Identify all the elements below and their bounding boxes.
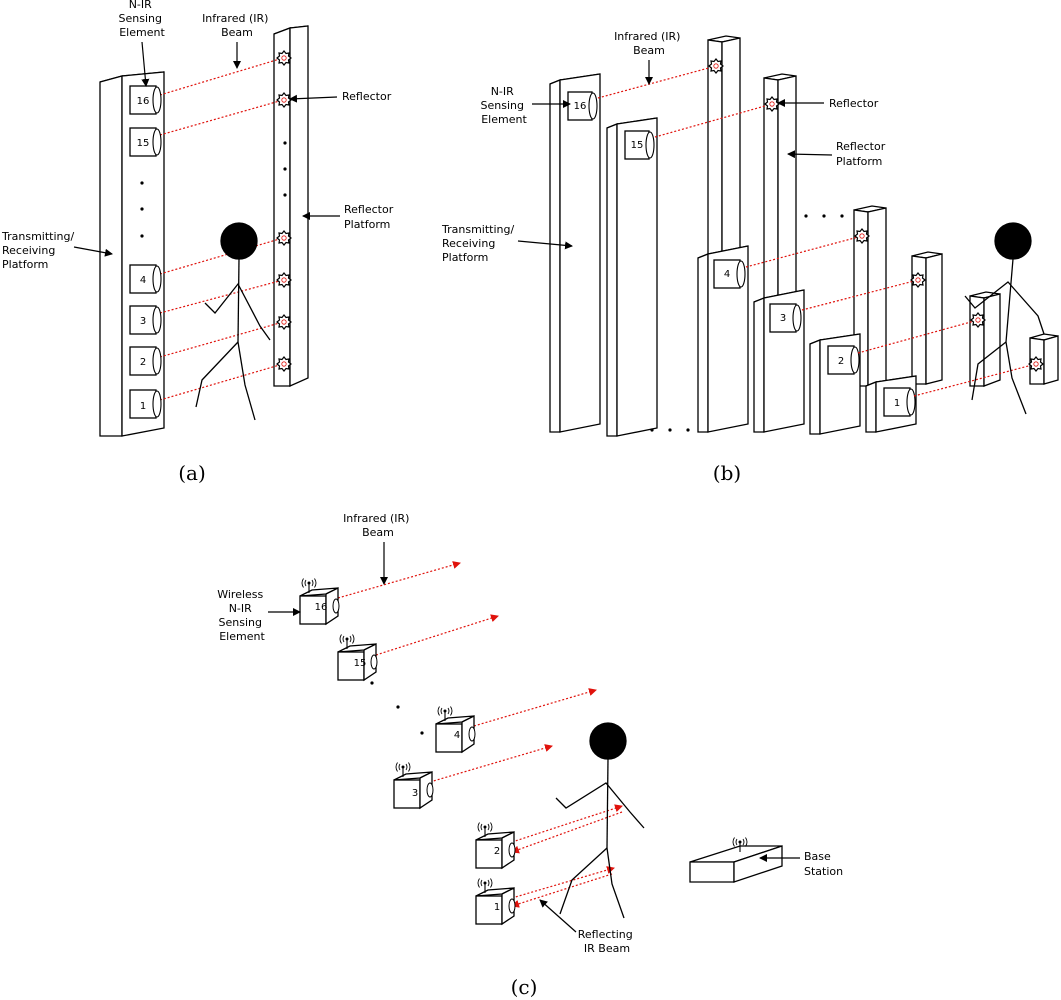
sensor-label: 1 <box>494 902 500 913</box>
panel-c-reflecting-label: Reflecting IR Beam <box>578 928 636 955</box>
wireless-sensor-4: 4 <box>435 705 476 754</box>
sensor-label: 4 <box>454 730 460 741</box>
sensor-label: 4 <box>724 269 730 280</box>
sensor-label: 15 <box>137 138 150 149</box>
panel-b-person-icon <box>964 222 1045 415</box>
panel-a-reflector-platform <box>273 25 309 388</box>
panel-b-ir-beams <box>597 65 1037 397</box>
panel-a-reflector-platform-label: Reflector Platform <box>344 203 397 231</box>
panel-b-beam-label: Infrared (IR) Beam <box>614 30 684 57</box>
sensor-4: 4 <box>129 264 162 294</box>
panel-b-platform-3: 3 <box>753 289 805 433</box>
sensor-16: 16 <box>129 85 162 115</box>
panel-a-reflector-label: Reflector <box>342 90 392 103</box>
panel-a-reflectors <box>276 50 292 372</box>
panel-b-platform-16: 16 <box>549 73 601 433</box>
sensor-label: 1 <box>140 401 146 412</box>
panel-c-sensors: 16 15 4 <box>299 577 516 926</box>
panel-c: 16 15 4 <box>217 512 843 999</box>
sensor-label: 2 <box>838 356 844 367</box>
panel-c-ir-beams <box>337 561 623 908</box>
wireless-sensor-15: 15 <box>337 633 378 682</box>
sensor-label: 16 <box>574 101 587 112</box>
sensor-label: 3 <box>780 313 786 324</box>
sensor-2: 2 <box>129 346 162 376</box>
sensor-label: 4 <box>140 275 146 286</box>
wireless-sensor-1: 1 <box>475 877 516 926</box>
panel-b-platform-1: 1 <box>865 375 917 433</box>
panel-a-platform-label: Transmitting/ Receiving Platform <box>1 230 78 271</box>
panel-c-base-station <box>689 836 783 883</box>
panel-c-sensing-label: Wireless N-IR Sensing Element <box>217 588 267 643</box>
panel-b-sensing-label: N-IR Sensing Element <box>481 85 528 126</box>
panel-b-reflector-label: Reflector <box>829 97 879 110</box>
panel-a-caption: (a) <box>178 461 206 485</box>
panel-c-person-icon <box>555 722 645 919</box>
sensor-label: 16 <box>137 96 150 107</box>
panel-a-beam-label: Infrared (IR) Beam <box>202 12 272 39</box>
panel-b: 16 15 <box>441 30 1059 485</box>
wireless-sensor-2: 2 <box>475 821 516 870</box>
sensor-label: 3 <box>140 316 146 327</box>
sensor-label: 3 <box>412 788 418 799</box>
panel-a-ir-beams <box>159 57 284 401</box>
panel-b-platform-2: 2 <box>809 333 861 435</box>
panel-a: 16 15 4 3 2 <box>1 0 397 485</box>
sensor-1: 1 <box>129 389 162 419</box>
panel-b-ellipsis <box>650 214 844 432</box>
sensor-label: 2 <box>140 357 146 368</box>
sensor-label: 15 <box>631 140 644 151</box>
sensor-15: 15 <box>129 127 162 157</box>
panel-c-caption: (c) <box>511 975 538 999</box>
panel-b-platform-label: Transmitting/ Receiving Platform <box>441 223 518 264</box>
panel-b-reflector-platforms <box>707 35 1059 387</box>
panel-a-sensors: 16 15 4 3 2 <box>129 85 162 419</box>
panel-b-platform-15: 15 <box>606 117 658 437</box>
panel-b-platform-4: 4 <box>697 245 749 433</box>
sensor-label: 16 <box>315 602 328 613</box>
panel-b-reflector-platform-label: Reflector Platform <box>836 140 889 168</box>
wireless-sensor-16: 16 <box>299 577 340 626</box>
sensor-label: 1 <box>894 398 900 409</box>
panel-b-caption: (b) <box>713 461 741 485</box>
sensor-label: 2 <box>494 846 500 857</box>
sensor-label: 15 <box>354 658 367 669</box>
panel-c-base-label: Base Station <box>804 850 843 878</box>
wireless-sensor-3: 3 <box>393 761 434 810</box>
sensor-3: 3 <box>129 305 162 335</box>
panel-a-person-icon <box>195 222 271 421</box>
panel-a-sensing-label: N-IR Sensing Element <box>119 0 166 39</box>
panel-c-beam-label: Infrared (IR) Beam <box>343 512 413 539</box>
